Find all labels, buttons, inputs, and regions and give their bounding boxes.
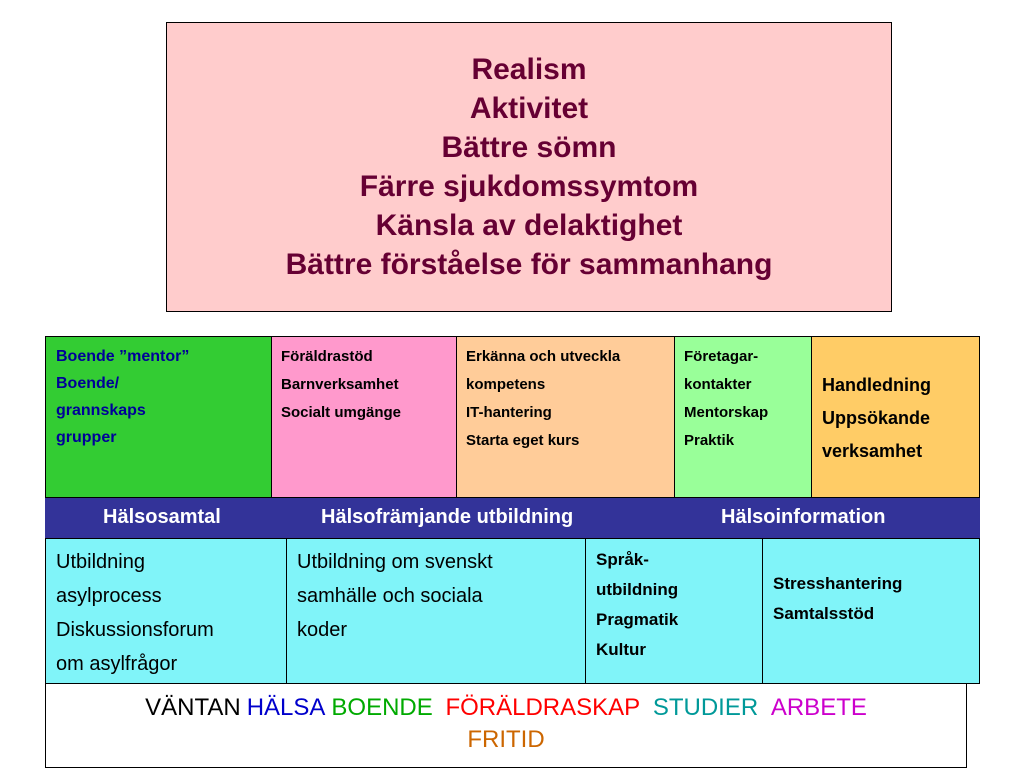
- outcomes-box: Realism Aktivitet Bättre sömn Färre sjuk…: [166, 22, 892, 312]
- cell-line: Språk-: [596, 550, 649, 569]
- cell-line: Samtalsstöd: [773, 604, 875, 623]
- stress-cell: Stresshantering Samtalsstöd: [763, 539, 979, 683]
- language-cell: Språk- utbildning Pragmatik Kultur: [586, 539, 763, 683]
- cell-line: Kultur: [596, 640, 647, 659]
- business-contacts-cell: Företagar- kontakter Mentorskap Praktik: [675, 337, 812, 497]
- cell-line: Praktik: [684, 432, 735, 449]
- cell-line: asylprocess: [56, 585, 162, 607]
- cell-line: Utbildning om svenskt: [297, 551, 493, 573]
- health-information-label: Hälsoinformation: [721, 506, 886, 528]
- cell-line: Uppsökande: [822, 408, 931, 428]
- outcome-line: Realism: [471, 53, 587, 86]
- cell-line: kontakter: [684, 376, 752, 393]
- outcome-line: Färre sjukdomssymtom: [359, 170, 699, 203]
- cell-line: kompetens: [466, 376, 546, 393]
- cell-line: verksamhet: [822, 441, 923, 461]
- cell-line: samhälle och sociala: [297, 585, 483, 607]
- cell-line: Erkänna och utveckla: [466, 348, 621, 365]
- guidance-cell: Handledning Uppsökande verksamhet: [812, 337, 979, 497]
- housing-mentor-cell: Boende ”mentor” Boende/ grannskaps grupp…: [46, 337, 272, 497]
- outcome-line: Aktivitet: [469, 92, 589, 125]
- parent-support-cell: Föräldrastöd Barnverksamhet Socialt umgä…: [272, 337, 457, 497]
- cell-line: Pragmatik: [596, 610, 679, 629]
- cell-line: Boende/: [56, 375, 120, 392]
- area-health: HÄLSA: [246, 694, 326, 721]
- area-housing: BOENDE: [331, 694, 433, 721]
- cell-line: Föräldrastöd: [281, 348, 373, 365]
- cell-line: Handledning: [822, 375, 931, 395]
- area-parenting: FÖRÄLDRASKAP: [445, 694, 641, 721]
- cell-line: Barnverksamhet: [281, 376, 399, 393]
- area-leisure: FRITID: [467, 726, 545, 753]
- area-waiting: VÄNTAN: [145, 694, 241, 721]
- asylum-education-cell: Utbildning asylprocess Diskussionsforum …: [46, 539, 287, 683]
- outcome-line: Bättre sömn: [441, 131, 617, 164]
- cell-line: grannskaps: [56, 402, 146, 419]
- cell-line: Socialt umgänge: [281, 404, 402, 421]
- health-talks-label: Hälsosamtal: [103, 506, 221, 528]
- outcome-line: Bättre förståelse för sammanhang: [285, 248, 773, 281]
- health-education-label: Hälsofrämjande utbildning: [321, 506, 574, 528]
- cell-line: Utbildning: [56, 551, 145, 573]
- competence-cell: Erkänna och utveckla kompetens IT-hanter…: [457, 337, 675, 497]
- outcome-line: Känsla av delaktighet: [375, 209, 683, 242]
- cell-line: IT-hantering: [466, 404, 552, 421]
- cell-line: om asylfrågor: [56, 653, 178, 675]
- cell-line: grupper: [56, 429, 117, 446]
- cell-line: Mentorskap: [684, 404, 769, 421]
- cell-line: Diskussionsforum: [56, 619, 214, 641]
- cell-line: Stresshantering: [773, 574, 903, 593]
- cell-line: Företagar-: [684, 348, 759, 365]
- cell-line: Starta eget kurs: [466, 432, 580, 449]
- cell-line: koder: [297, 619, 348, 641]
- cell-line: Boende ”mentor”: [56, 348, 190, 365]
- society-education-cell: Utbildning om svenskt samhälle och socia…: [287, 539, 586, 683]
- education-row: Utbildning asylprocess Diskussionsforum …: [45, 538, 980, 684]
- activity-row: Boende ”mentor” Boende/ grannskaps grupp…: [45, 336, 980, 498]
- area-work: ARBETE: [770, 694, 867, 721]
- health-band: Hälsosamtal Hälsofrämjande utbildning Hä…: [45, 498, 980, 538]
- area-studies: STUDIER: [652, 694, 759, 721]
- cell-line: utbildning: [596, 580, 679, 599]
